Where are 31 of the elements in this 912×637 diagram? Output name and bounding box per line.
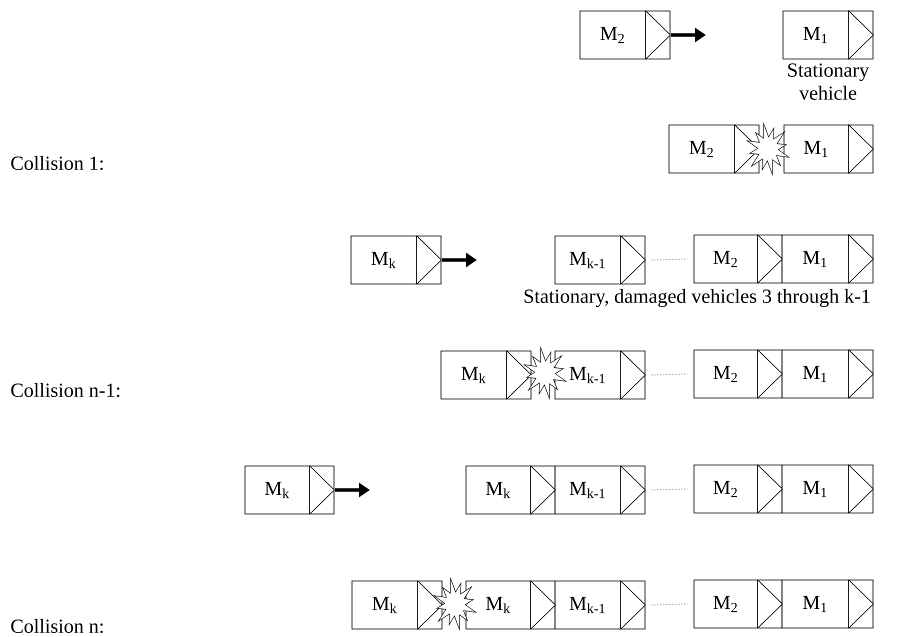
vehicle-box: M$_{k-1}$ — [554, 465, 646, 515]
vehicle-box: M$_{k-1}$ — [554, 350, 646, 400]
dotted-connector — [650, 488, 688, 490]
dotted-connector — [650, 374, 688, 376]
vehicle-box: M$_{k}$ — [244, 465, 335, 515]
vehicle-box: M$_{k-1}$ — [554, 235, 646, 285]
vehicle-box: M$_{2}$ — [580, 10, 671, 60]
dotted-connector — [650, 258, 688, 260]
vehicle-box: M$_{k}$ — [352, 580, 443, 630]
vehicle-box: M$_{1}$ — [782, 464, 874, 514]
vehicle-box: M$_{2}$ — [668, 124, 760, 174]
vehicle-box: M$_{1}$ — [782, 579, 874, 629]
row-label: Collision n: — [11, 618, 103, 634]
vehicle-box: M$_{1}$ — [782, 349, 874, 399]
vehicle-box: M$_{k}$ — [440, 350, 532, 400]
vehicle-box: M$_{1}$ — [782, 10, 874, 60]
vehicle-box: M$_{k}$ — [466, 465, 556, 515]
vehicle-box: M$_{1}$ — [784, 124, 874, 174]
vehicle-caption: Stationary vehicle — [788, 63, 870, 100]
vehicle-box: M$_{k-1}$ — [554, 580, 646, 630]
vehicle-box: M$_{2}$ — [694, 579, 783, 629]
vehicle-box: M$_{k}$ — [466, 580, 556, 630]
dotted-connector — [650, 604, 688, 606]
vehicle-box: M$_{k}$ — [350, 235, 442, 285]
vehicle-box: M$_{2}$ — [694, 349, 783, 399]
row-label: Collision n-1: — [11, 382, 120, 398]
row-label: Stationary, damaged vehicles 3 through k-1 — [524, 288, 870, 308]
row-label: Collision 1: — [11, 156, 103, 170]
vehicle-box: M$_{2}$ — [694, 464, 783, 514]
vehicle-box: M$_{2}$ — [694, 234, 783, 284]
vehicle-box: M$_{1}$ — [782, 234, 874, 284]
